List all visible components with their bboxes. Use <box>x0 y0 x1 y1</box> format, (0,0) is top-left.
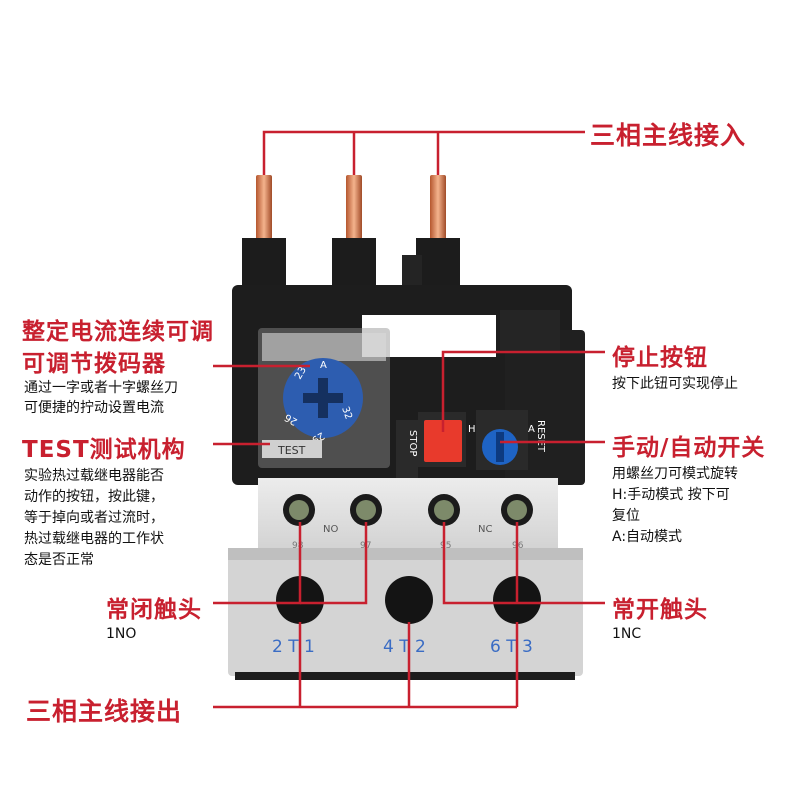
adjust-title-1: 整定电流连续可调 <box>22 319 214 345</box>
svg-text:RESET: RESET <box>535 420 546 453</box>
output-holes <box>276 576 541 624</box>
svg-text:H: H <box>468 424 476 435</box>
input-wires-label: 三相主线接入 <box>590 121 747 150</box>
svg-text:6 T 3: 6 T 3 <box>490 637 533 657</box>
svg-text:98: 98 <box>292 541 304 551</box>
adjust-title-2: 可调节拨码器 <box>22 351 166 377</box>
output-wires-label: 三相主线接出 <box>26 697 183 726</box>
svg-text:A: A <box>320 360 327 371</box>
annotation-lines <box>213 130 605 709</box>
test-desc-1: 实验热过载继电器能否 <box>24 468 164 484</box>
mode-title: 手动/自动开关 <box>612 435 766 461</box>
no-contact-sub: 1NC <box>612 626 642 642</box>
svg-text:32: 32 <box>339 405 354 421</box>
nc-contact-title: 常闭触头 <box>106 597 202 623</box>
stop-button-graphic <box>424 420 462 462</box>
svg-text:NO: NO <box>323 524 338 535</box>
mode-desc-3: 复位 <box>612 508 640 524</box>
test-title: TEST测试机构 <box>22 437 186 463</box>
test-desc-3: 等于掉向或者过流时， <box>24 510 164 526</box>
stop-desc: 按下此钮可实现停止 <box>612 376 738 392</box>
current-dial: 23 A 32 29 26 <box>283 358 363 445</box>
adjust-desc-2: 可便捷的拧动设置电流 <box>24 400 164 416</box>
nc-contact-sub: 1NO <box>106 626 137 642</box>
terminal-screws <box>283 494 533 526</box>
mode-desc-1: 用螺丝刀可模式旋转 <box>612 466 738 482</box>
svg-text:TEST: TEST <box>277 444 306 457</box>
test-desc-4: 热过载继电器的工作状 <box>24 531 164 547</box>
adjust-desc-1: 通过一字或者十字螺丝刀 <box>24 380 178 396</box>
svg-text:2 T 1: 2 T 1 <box>272 637 315 657</box>
mode-desc-2: H:手动模式 按下可 <box>612 487 730 503</box>
stop-title: 停止按钮 <box>612 345 708 371</box>
mode-desc-4: A:自动模式 <box>612 529 683 545</box>
no-contact-title: 常开触头 <box>612 597 708 623</box>
test-desc-5: 态是否正常 <box>24 552 94 568</box>
svg-text:A: A <box>528 424 535 435</box>
test-desc-2: 动作的按钮，按此键， <box>24 489 164 505</box>
copper-pins <box>256 175 446 245</box>
svg-text:4 T 2: 4 T 2 <box>383 637 426 657</box>
svg-text:STOP: STOP <box>407 430 418 456</box>
svg-text:NC: NC <box>478 524 492 535</box>
svg-text:95: 95 <box>440 541 451 551</box>
